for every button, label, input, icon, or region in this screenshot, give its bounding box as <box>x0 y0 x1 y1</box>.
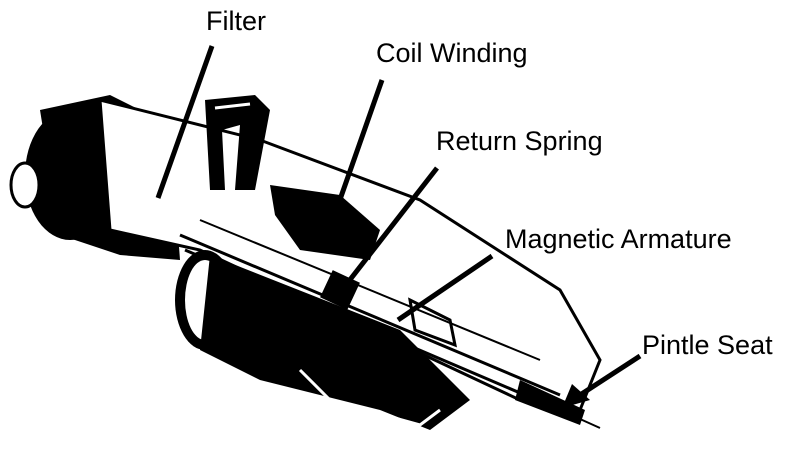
label-filter: Filter <box>206 6 266 36</box>
pintle-seat-arrowhead <box>562 384 590 408</box>
label-return-spring: Return Spring <box>436 126 603 156</box>
label-pintle-seat: Pintle Seat <box>642 330 773 360</box>
label-coil-winding: Coil Winding <box>376 38 528 68</box>
label-magnetic-armature: Magnetic Armature <box>505 224 732 254</box>
magnetic-armature-leader <box>396 253 494 323</box>
leader-lines <box>155 45 642 398</box>
pintle-seat-leader <box>578 353 642 398</box>
filter-leader <box>155 45 215 199</box>
injector-body <box>9 95 602 430</box>
coil-winding-leader <box>327 79 385 229</box>
return-spring-leader <box>340 166 439 292</box>
